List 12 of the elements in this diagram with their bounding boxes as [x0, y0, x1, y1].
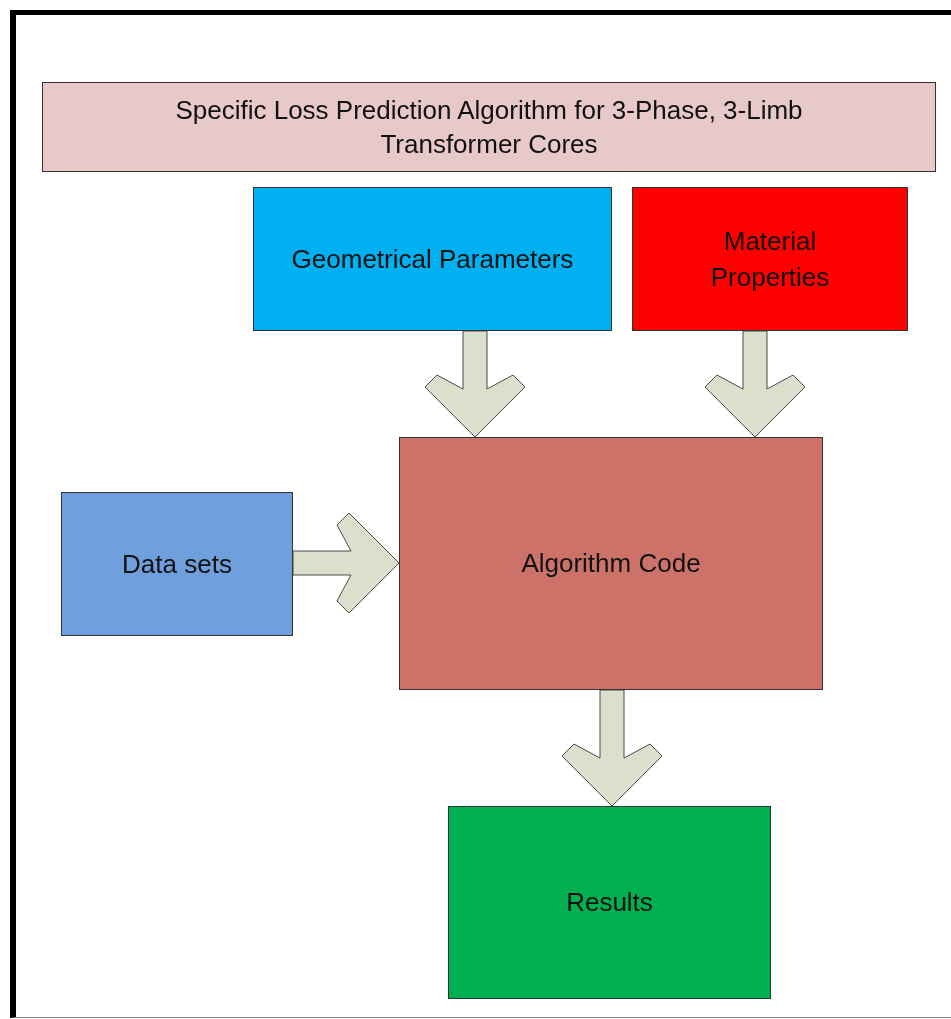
- node-label: Data sets: [122, 547, 232, 581]
- node-label: Specific Loss Prediction Algorithm for 3-Phase, 3-Limb Transformer Cores: [174, 94, 804, 161]
- output-box: [448, 806, 771, 999]
- title-box: [42, 82, 936, 172]
- input-box: [632, 187, 908, 331]
- node-label: Results: [566, 886, 653, 919]
- node-label: Geometrical Parameters: [291, 242, 574, 276]
- node-label: Material Properties: [709, 225, 831, 294]
- input-box: [61, 492, 293, 636]
- input-box: [253, 187, 612, 331]
- process-box: [399, 437, 823, 690]
- node-label: Algorithm Code: [521, 547, 701, 580]
